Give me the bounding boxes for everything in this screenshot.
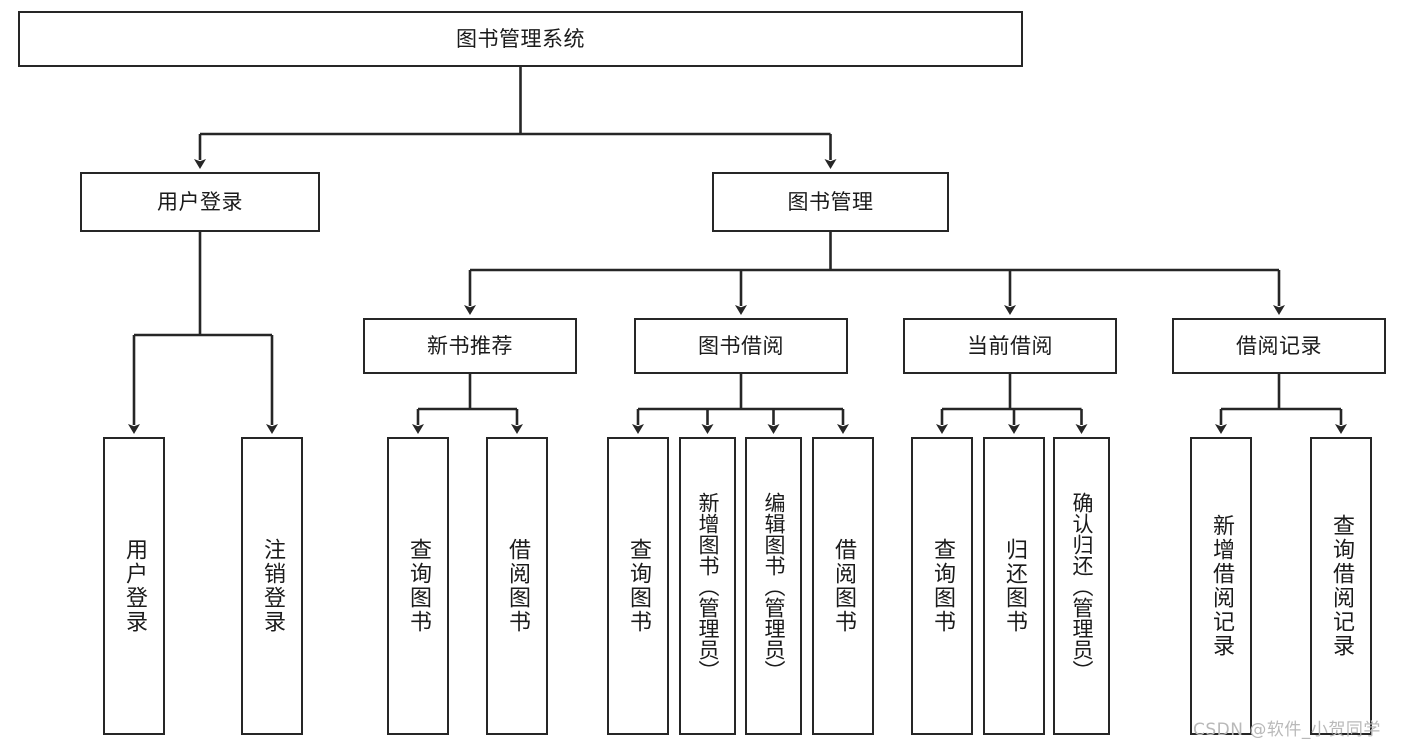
csdn-watermark: CSDN @软件_小贺同学 [1193,720,1381,740]
node-label: 查询图书 [626,538,651,634]
node-label: 图书管理 [787,189,874,214]
node-book-management[interactable]: 图书管理 [712,172,949,232]
node-new-book-recommend[interactable]: 新书推荐 [363,318,577,374]
leaf-leaf-user-login[interactable]: 用户登录 [103,437,165,735]
node-borrow-records[interactable]: 借阅记录 [1172,318,1386,374]
leaf-leaf-query-book-3[interactable]: 查询图书 [911,437,973,735]
leaf-leaf-query-record[interactable]: 查询借阅记录 [1310,437,1372,735]
leaf-leaf-confirm-return[interactable]: 确认归还（管理员） [1053,437,1110,735]
node-label: 查询图书 [406,538,431,634]
node-label: 查询借阅记录 [1329,514,1354,658]
node-label: 用户登录 [157,189,243,214]
node-label: 借阅记录 [1236,333,1322,358]
leaf-leaf-edit-book[interactable]: 编辑图书（管理员） [745,437,802,735]
leaf-leaf-user-logout[interactable]: 注销登录 [241,437,303,735]
node-label: 新书推荐 [427,333,513,358]
node-label: 注销登录 [260,538,285,634]
leaf-leaf-return-book[interactable]: 归还图书 [983,437,1045,735]
leaf-leaf-borrow-book-1[interactable]: 借阅图书 [486,437,548,735]
node-user-login[interactable]: 用户登录 [80,172,320,232]
leaf-leaf-add-book[interactable]: 新增图书（管理员） [679,437,736,735]
node-book-borrow[interactable]: 图书借阅 [634,318,848,374]
node-root[interactable]: 图书管理系统 [18,11,1023,67]
node-label: 新增借阅记录 [1209,514,1234,658]
node-label: 借阅图书 [831,538,856,634]
node-label: 归还图书 [1002,538,1027,634]
node-label: 借阅图书 [505,538,530,634]
node-label: 图书借阅 [698,333,784,358]
node-label: 查询图书 [930,538,955,634]
node-label: 编辑图书（管理员） [762,491,786,681]
node-current-borrow[interactable]: 当前借阅 [903,318,1117,374]
node-label: 图书管理系统 [456,26,585,51]
leaf-leaf-query-book-1[interactable]: 查询图书 [387,437,449,735]
node-label: 新增图书（管理员） [696,491,720,681]
node-label: 当前借阅 [967,333,1053,358]
node-label: 确认归还（管理员） [1070,491,1094,681]
leaf-leaf-query-book-2[interactable]: 查询图书 [607,437,669,735]
leaf-leaf-borrow-book-2[interactable]: 借阅图书 [812,437,874,735]
leaf-leaf-add-record[interactable]: 新增借阅记录 [1190,437,1252,735]
node-label: 用户登录 [122,538,147,634]
